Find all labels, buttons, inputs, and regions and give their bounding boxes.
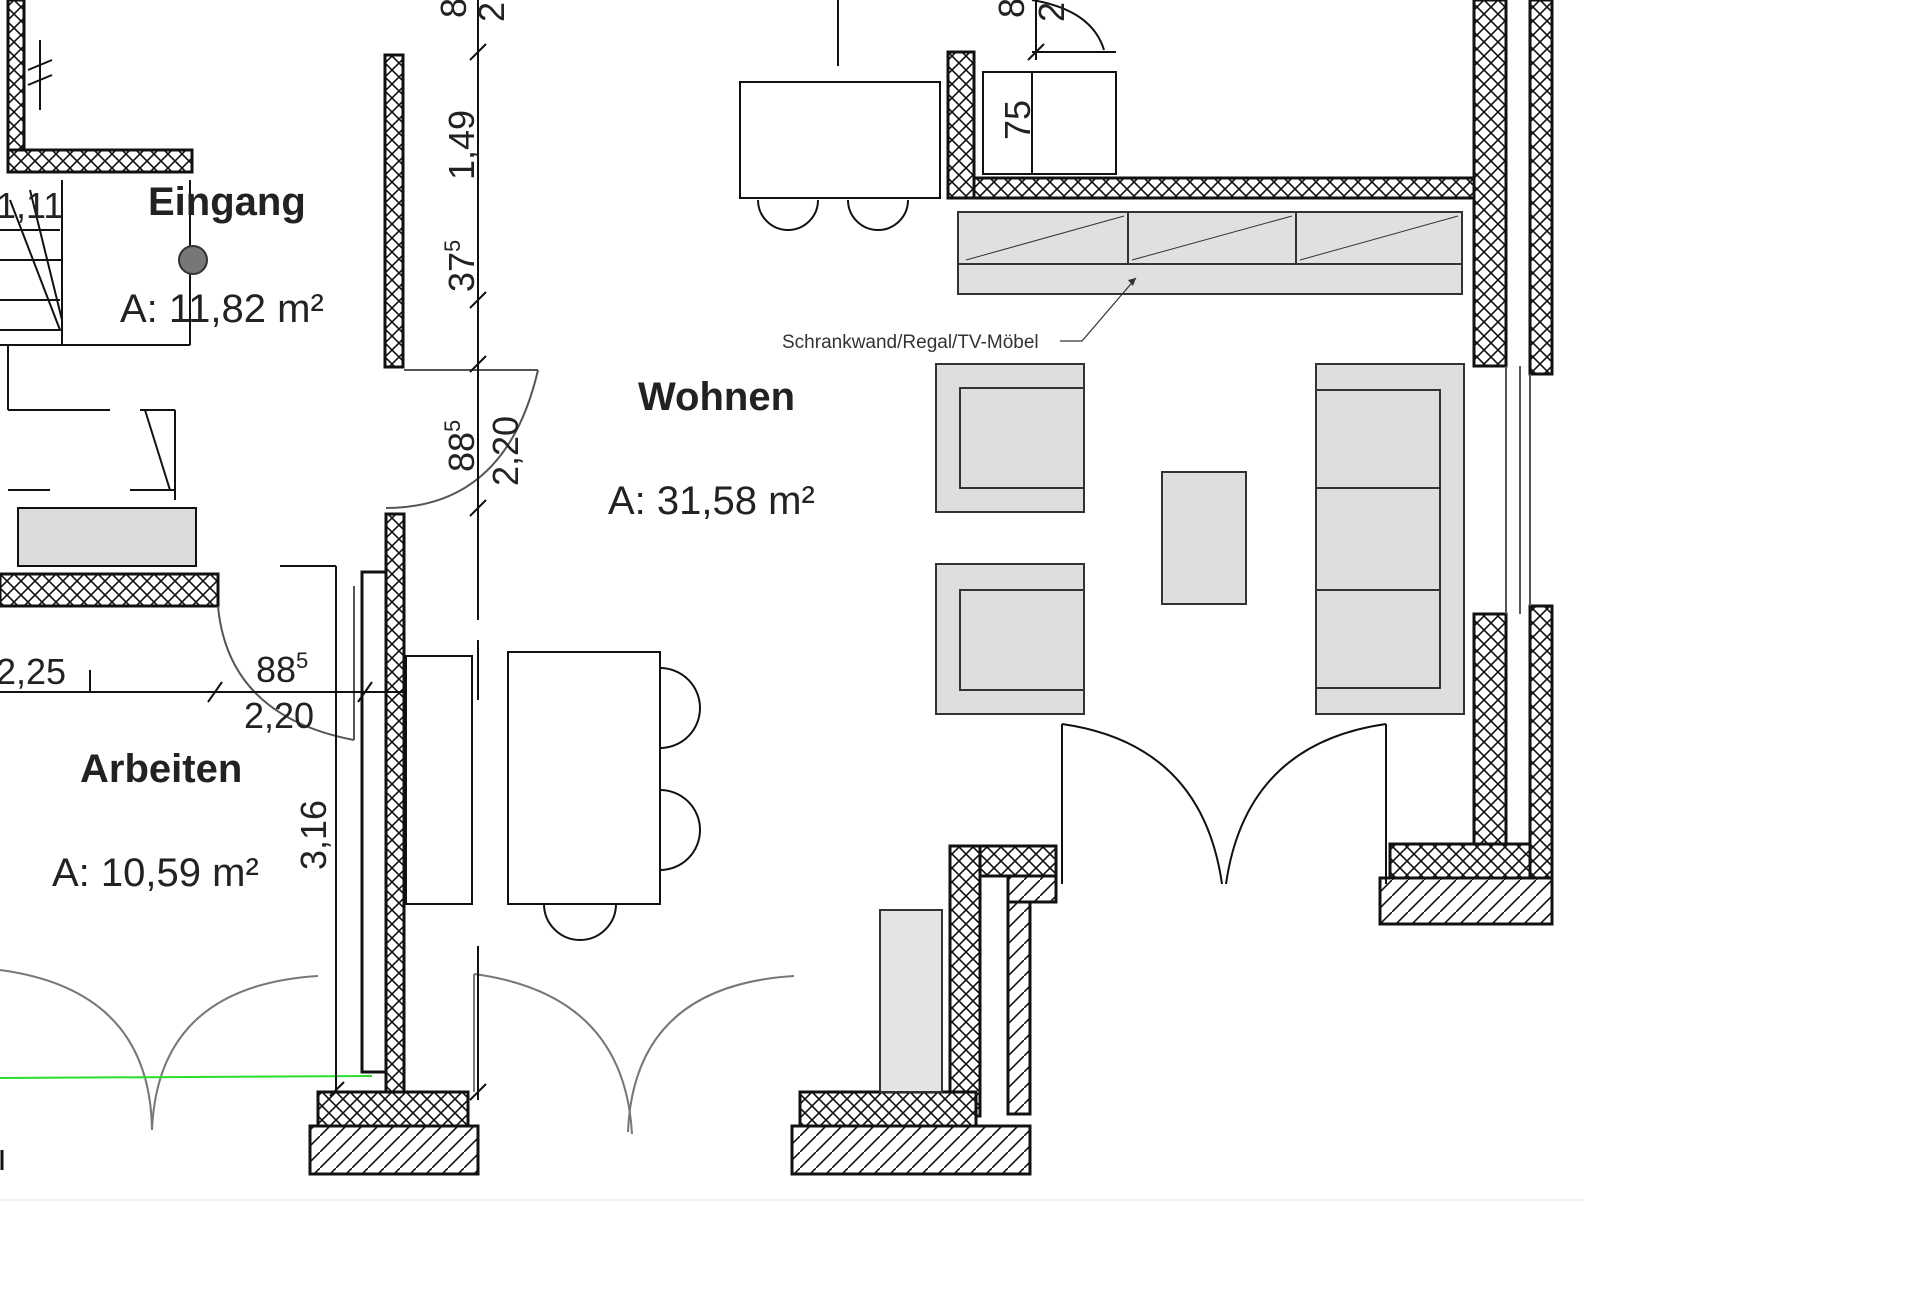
- dim-88-5-bottom-main: 88: [256, 649, 296, 690]
- kitchen-furniture: [739, 0, 1117, 231]
- cabinet-note: Schrankwand/Regal/TV-Möbel: [782, 332, 1039, 353]
- dim-2-20-left: 2,20: [485, 416, 526, 486]
- dimension-texts: 1,11 8 2 8 2 75 1,49 375 885 2,20 885 2,…: [0, 0, 1072, 870]
- dim-top-right-b: 2: [1031, 2, 1072, 22]
- dim-88-5-bottom: 885: [256, 648, 308, 690]
- walls: [0, 0, 1554, 1176]
- room-name-arbeiten: Arbeiten: [80, 747, 242, 791]
- dining-furniture: [405, 651, 701, 941]
- room-area-wohnen: A: 31,58 m²: [608, 479, 815, 523]
- staircase: [0, 40, 191, 500]
- dim-88-5-left-sup: 5: [440, 420, 465, 432]
- patio-doors: [1061, 723, 1387, 885]
- dim-37-5-main: 37: [441, 252, 482, 292]
- wall-cabinet: [957, 211, 1463, 295]
- dim-fridge-75: 75: [997, 100, 1038, 140]
- dim-top-right-a: 8: [991, 0, 1032, 18]
- page-margin: [1588, 0, 1920, 1289]
- room-area-eingang: A: 11,82 m²: [120, 287, 324, 331]
- dim-2-25: 2,25: [0, 651, 66, 692]
- dim-88-5-left-main: 88: [441, 432, 482, 472]
- room-labels: Eingang A: 11,82 m² Wohnen A: 31,58 m² A…: [52, 180, 815, 895]
- cabinet-leader-line: [1060, 277, 1137, 342]
- green-marker-line: [0, 1075, 373, 1079]
- room-name-wohnen: Wohnen: [638, 375, 795, 419]
- dimension-lines: [0, 0, 1045, 1101]
- lower-doors: [0, 969, 795, 1135]
- dim-37-5: 375: [440, 240, 482, 292]
- console-table: [17, 507, 197, 567]
- room-area-arbeiten: A: 10,59 m²: [52, 851, 259, 895]
- dim-top-left-partial: 1,11: [0, 185, 63, 226]
- dim-37-5-sup: 5: [440, 240, 465, 252]
- room-name-eingang: Eingang: [148, 180, 306, 224]
- dim-88-5-left: 885: [440, 420, 482, 472]
- grey-dot: [178, 245, 208, 275]
- side-cabinet: [879, 909, 943, 1093]
- door-arbeiten: [217, 586, 355, 741]
- dim-1-49: 1,49: [441, 110, 482, 180]
- dim-88-5-bottom-sup: 5: [296, 648, 308, 673]
- dim-3-16: 3,16: [293, 800, 334, 870]
- cabinet-leader-arrow: [1128, 278, 1136, 286]
- living-furniture: [935, 363, 1465, 715]
- dim-top-b: 2: [471, 2, 512, 22]
- window-right: [1505, 366, 1531, 614]
- dim-2-20-bottom: 2,20: [244, 695, 314, 736]
- dim-top-a: 8: [433, 0, 474, 18]
